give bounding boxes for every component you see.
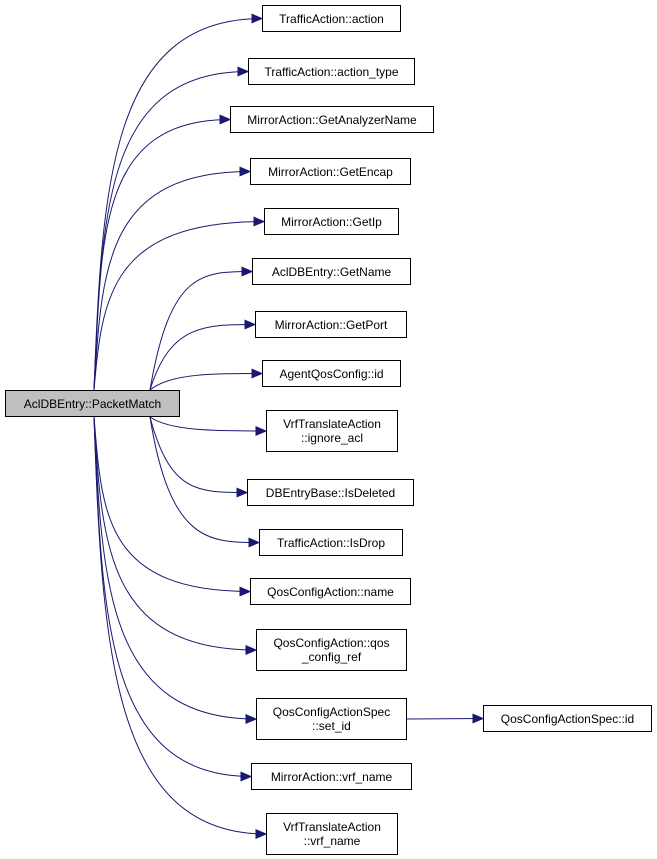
node-label: AclDBEntry::PacketMatch [23, 396, 162, 411]
call-edge [149, 271, 253, 391]
edge-arrowhead [244, 319, 257, 330]
edge-arrowhead [472, 713, 485, 724]
node-label: ::set_id [312, 719, 351, 733]
function-node[interactable]: MirrorAction::vrf_name [251, 763, 412, 790]
edge-arrowhead [239, 586, 252, 597]
edge-arrowhead [241, 266, 254, 277]
node-label: VrfTranslateAction [283, 417, 381, 431]
node-label: VrfTranslateAction [283, 820, 381, 834]
function-node[interactable]: MirrorAction::GetAnalyzerName [230, 106, 434, 133]
node-label: TrafficAction::IsDrop [276, 535, 386, 550]
function-node[interactable]: AclDBEntry::GetName [252, 258, 411, 285]
call-edge [93, 416, 257, 720]
call-edge [93, 416, 251, 592]
node-label: MirrorAction::GetAnalyzerName [247, 112, 417, 127]
call-edge [149, 373, 263, 391]
edge-arrowhead [255, 829, 268, 839]
edge-arrowhead [240, 771, 253, 782]
node-label: QosConfigAction::name [267, 584, 394, 599]
node-label: _config_ref [301, 650, 362, 664]
call-edge [406, 718, 484, 720]
call-edge [93, 119, 231, 391]
node-label: TrafficAction::action_type [264, 64, 399, 79]
node-label: MirrorAction::vrf_name [270, 769, 393, 784]
function-node[interactable]: TrafficAction::action [262, 5, 401, 32]
edge-arrowhead [255, 426, 268, 436]
node-label: ::vrf_name [303, 834, 361, 848]
function-node[interactable]: TrafficAction::IsDrop [259, 529, 403, 556]
edge-arrowhead [245, 714, 258, 724]
function-node[interactable]: TrafficAction::action_type [248, 58, 415, 85]
call-edge [149, 324, 256, 391]
call-edge [93, 416, 252, 777]
function-node[interactable]: QosConfigActionSpec::id [483, 705, 652, 732]
function-node[interactable]: QosConfigActionSpec::set_id [256, 698, 407, 740]
call-edge [93, 416, 257, 651]
call-edge [149, 416, 260, 543]
node-label: AclDBEntry::GetName [271, 264, 392, 279]
edge-arrowhead [253, 216, 266, 227]
function-node[interactable]: MirrorAction::GetIp [264, 208, 399, 235]
node-label: ::ignore_acl [300, 431, 364, 445]
node-label: MirrorAction::GetIp [281, 214, 382, 229]
node-label: QosConfigActionSpec::id [500, 711, 635, 726]
call-edge [149, 416, 248, 493]
function-node[interactable]: DBEntryBase::IsDeleted [247, 479, 414, 506]
edge-arrowhead [251, 368, 264, 379]
call-edge [93, 221, 265, 391]
function-node[interactable]: MirrorAction::GetPort [255, 311, 407, 338]
edge-arrowhead [245, 645, 258, 655]
edge-arrowhead [239, 166, 252, 177]
call-edge [93, 416, 267, 835]
root-node[interactable]: AclDBEntry::PacketMatch [5, 390, 180, 417]
edge-arrowhead [219, 114, 232, 125]
node-label: AgentQosConfig::id [279, 366, 384, 381]
function-node[interactable]: VrfTranslateAction::vrf_name [266, 813, 398, 855]
edge-arrowhead [248, 537, 261, 548]
edge-arrowhead [251, 13, 264, 24]
node-label: DBEntryBase::IsDeleted [265, 485, 396, 500]
function-node[interactable]: QosConfigAction::name [250, 578, 411, 605]
node-label: MirrorAction::GetEncap [268, 164, 393, 179]
function-node[interactable]: VrfTranslateAction::ignore_acl [266, 410, 398, 452]
function-node[interactable]: QosConfigAction::qos_config_ref [256, 629, 407, 671]
call-edge [93, 18, 263, 391]
call-edge [149, 416, 267, 432]
node-label: TrafficAction::action [279, 11, 384, 26]
call-edge [93, 171, 251, 391]
node-label: QosConfigActionSpec [272, 705, 391, 719]
node-label: QosConfigAction::qos [273, 636, 390, 650]
node-label: MirrorAction::GetPort [274, 317, 388, 332]
function-node[interactable]: MirrorAction::GetEncap [250, 158, 411, 185]
edge-arrowhead [236, 487, 249, 498]
function-node[interactable]: AgentQosConfig::id [262, 360, 401, 387]
edge-arrowhead [237, 66, 250, 77]
